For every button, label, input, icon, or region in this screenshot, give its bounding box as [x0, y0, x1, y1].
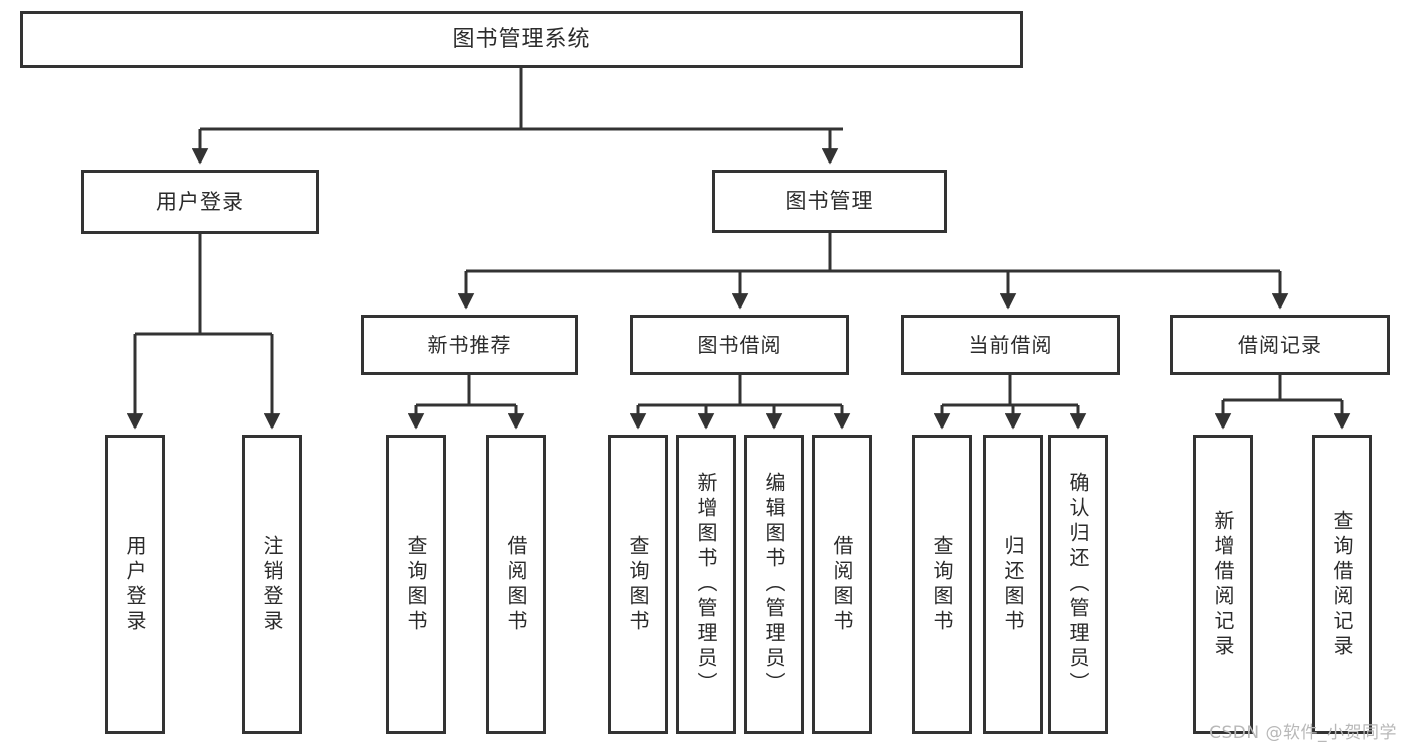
node-label: 查询图书: [404, 534, 428, 635]
node-label: 归还图书: [1001, 534, 1025, 635]
node-label: 借阅图书: [830, 534, 854, 635]
node-label: 图书管理: [785, 189, 874, 214]
watermark-text: CSDN @软件_小贺同学: [1209, 723, 1397, 743]
node-leaf-borrow-book-1[interactable]: 借阅图书: [486, 435, 546, 734]
node-leaf-query-book-3[interactable]: 查询图书: [912, 435, 972, 734]
node-leaf-return-book[interactable]: 归还图书: [983, 435, 1043, 734]
node-label: 借阅记录: [1238, 332, 1322, 357]
node-leaf-add-record[interactable]: 新增借阅记录: [1193, 435, 1253, 734]
node-leaf-user-login[interactable]: 用户登录: [105, 435, 165, 734]
node-leaf-confirm-return[interactable]: 确认归还（管理员）: [1048, 435, 1108, 734]
node-leaf-add-book[interactable]: 新增图书（管理员）: [676, 435, 736, 734]
node-label: 查询借阅记录: [1330, 509, 1354, 660]
node-leaf-query-book-2[interactable]: 查询图书: [608, 435, 668, 734]
node-leaf-borrow-book-2[interactable]: 借阅图书: [812, 435, 872, 734]
node-label: 用户登录: [123, 534, 147, 635]
node-label: 新增图书（管理员）: [694, 472, 718, 697]
node-label: 图书借阅: [697, 332, 782, 357]
node-new-book-recommend[interactable]: 新书推荐: [361, 315, 578, 375]
node-book-borrow[interactable]: 图书借阅: [630, 315, 849, 375]
node-book-management[interactable]: 图书管理: [712, 170, 947, 233]
node-label: 新增借阅记录: [1211, 509, 1235, 660]
node-label: 当前借阅: [968, 332, 1053, 357]
node-label: 新书推荐: [427, 332, 512, 357]
node-leaf-query-book-1[interactable]: 查询图书: [386, 435, 446, 734]
node-label: 注销登录: [260, 534, 284, 635]
node-label: 用户登录: [156, 189, 244, 214]
node-label: 查询图书: [626, 534, 650, 635]
node-borrow-record[interactable]: 借阅记录: [1170, 315, 1390, 375]
node-leaf-logout[interactable]: 注销登录: [242, 435, 302, 734]
node-label: 图书管理系统: [452, 26, 591, 52]
node-leaf-edit-book[interactable]: 编辑图书（管理员）: [744, 435, 804, 734]
node-root-system[interactable]: 图书管理系统: [20, 11, 1023, 68]
node-label: 查询图书: [930, 534, 954, 635]
node-user-login[interactable]: 用户登录: [81, 170, 319, 234]
node-label: 编辑图书（管理员）: [762, 472, 786, 697]
node-label: 借阅图书: [504, 534, 528, 635]
node-leaf-query-record[interactable]: 查询借阅记录: [1312, 435, 1372, 734]
node-label: 确认归还（管理员）: [1066, 472, 1090, 697]
node-current-borrow[interactable]: 当前借阅: [901, 315, 1120, 375]
